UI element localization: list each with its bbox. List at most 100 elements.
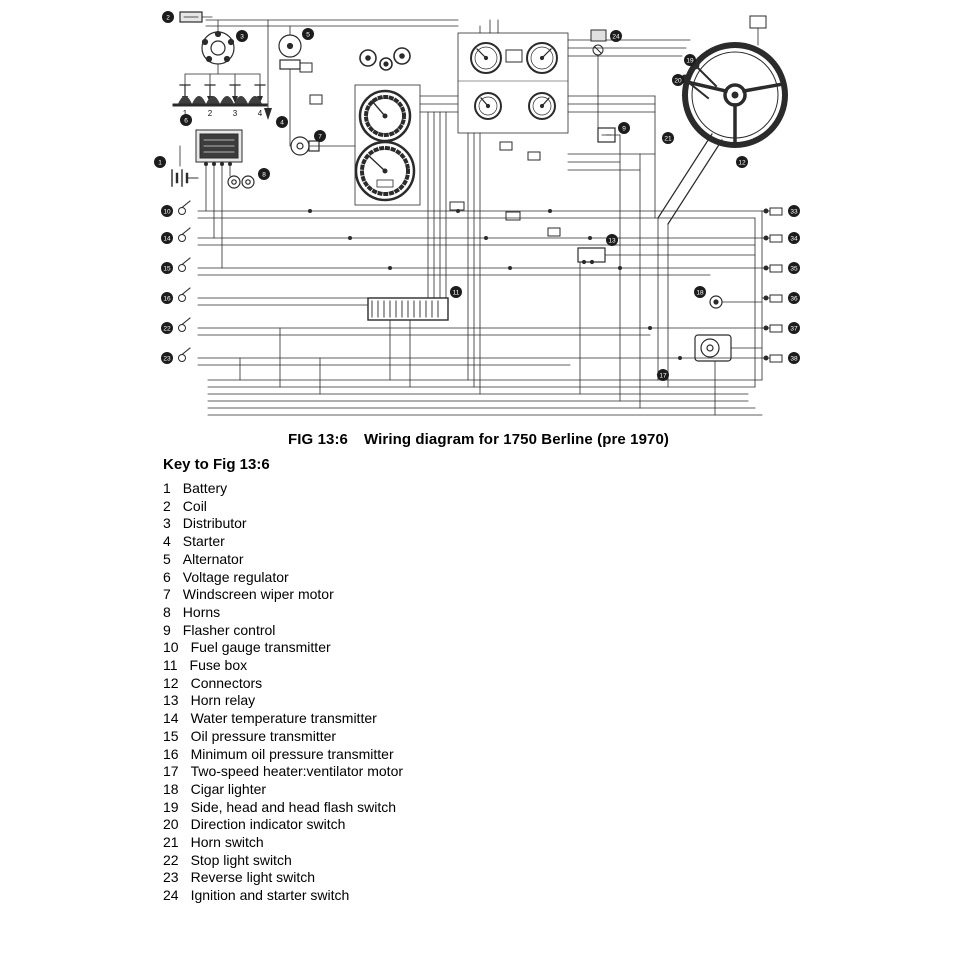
component-callout: 9 [618, 122, 630, 134]
key-item-number: 5 [163, 550, 171, 567]
svg-text:16: 16 [163, 295, 171, 302]
key-item: 2 Coil [163, 498, 403, 516]
svg-text:24: 24 [612, 33, 620, 40]
key-item-label: Cigar lighter [190, 780, 267, 797]
warning-lights [359, 47, 411, 71]
battery [171, 169, 199, 187]
key-item-label: Horns [182, 603, 221, 620]
svg-text:6: 6 [184, 117, 188, 124]
engine-block [172, 96, 268, 107]
key-item-number: 4 [163, 533, 171, 550]
svg-text:33: 33 [790, 208, 798, 215]
oil-pressure-gauge [474, 92, 502, 120]
horn-relay [577, 247, 606, 265]
flasher-control [597, 127, 616, 143]
component-callout: 19 [684, 54, 696, 66]
svg-text:4: 4 [280, 119, 284, 126]
component-callout: 16 [161, 292, 173, 304]
component-callout: 34 [788, 232, 800, 244]
component-callout: 36 [788, 292, 800, 304]
key-item-number: 17 [163, 763, 179, 780]
key-item-number: 13 [163, 692, 179, 709]
key-item-label: Distributor [182, 515, 247, 532]
component-callout: 6 [180, 114, 192, 126]
component-callout: 7 [314, 130, 326, 142]
key-item-label: Horn relay [190, 692, 256, 709]
key-item-label: Oil pressure transmitter [190, 727, 337, 744]
key-item: 17 Two-speed heater:ventilator motor [163, 763, 403, 781]
component-callout: 3 [236, 30, 248, 42]
key-item-number: 6 [163, 568, 171, 585]
key-item-label: Two-speed heater:ventilator motor [190, 763, 404, 780]
key-item-label: Ignition and starter switch [190, 887, 350, 904]
component-callout: 12 [736, 156, 748, 168]
cylinder-number: 1 [183, 109, 188, 118]
svg-text:1: 1 [158, 159, 162, 166]
svg-text:13: 13 [608, 237, 616, 244]
key-item-label: Windscreen wiper motor [182, 586, 334, 603]
component-callout: 15 [161, 262, 173, 274]
cylinder-number: 4 [258, 109, 263, 118]
key-item-label: Direction indicator switch [190, 816, 346, 833]
key-item-label: Connectors [190, 674, 263, 691]
speedometer-gauge [354, 140, 416, 202]
key-item-label: Starter [182, 533, 225, 550]
fuse-box [367, 297, 449, 321]
svg-text:10: 10 [163, 208, 171, 215]
figure-number: FIG 13:6 [288, 431, 348, 448]
key-item-number: 23 [163, 869, 179, 886]
junction-dots [308, 208, 769, 361]
component-callout: 37 [788, 322, 800, 334]
svg-text:3: 3 [240, 33, 244, 40]
cigar-lighter [709, 295, 723, 309]
key-item-number: 14 [163, 710, 179, 727]
svg-text:12: 12 [738, 159, 746, 166]
component-callout: 22 [161, 322, 173, 334]
svg-text:23: 23 [163, 355, 171, 362]
key-item-number: 10 [163, 639, 179, 656]
component-callout: 17 [657, 369, 669, 381]
component-callout: 18 [694, 286, 706, 298]
figure-caption: FIG 13:6 Wiring diagram for 1750 Berline … [0, 431, 957, 448]
component-callout: 23 [161, 352, 173, 364]
wiper-motor [290, 136, 320, 156]
svg-text:22: 22 [163, 325, 171, 332]
figure-title: Wiring diagram for 1750 Berline (pre 197… [364, 431, 669, 448]
ignition-switch [590, 29, 607, 56]
svg-text:38: 38 [790, 355, 798, 362]
svg-text:11: 11 [453, 289, 460, 296]
alternator [278, 34, 302, 70]
voltage-regulator [195, 129, 243, 166]
svg-text:15: 15 [163, 265, 171, 272]
component-callout: 5 [302, 28, 314, 40]
key-item-label: Minimum oil pressure transmitter [190, 745, 394, 762]
sender-switches [178, 200, 191, 362]
svg-text:14: 14 [163, 235, 171, 242]
svg-text:17: 17 [659, 372, 667, 379]
key-item-number: 2 [163, 497, 171, 514]
component-callout: 1 [154, 156, 166, 168]
component-callout: 21 [662, 132, 674, 144]
component-callout: 11 [450, 286, 462, 298]
key-item-label: Coil [182, 497, 207, 514]
steering-wheel [682, 42, 788, 148]
component-callout: 33 [788, 205, 800, 217]
odometer-window [376, 179, 394, 188]
